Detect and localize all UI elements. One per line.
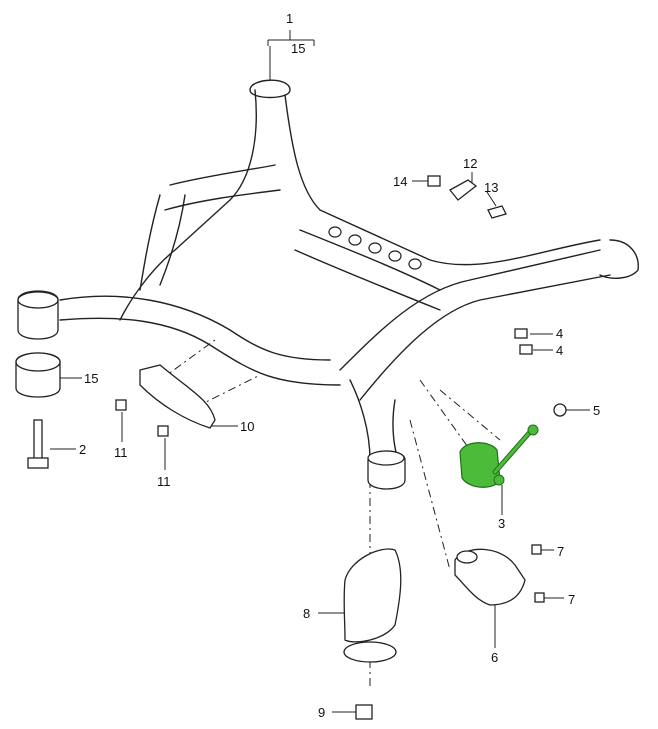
callout-2: 2 xyxy=(79,442,87,457)
callout-12: 12 xyxy=(463,156,478,171)
callout-1: 1 xyxy=(286,11,294,26)
callout-15-top: 15 xyxy=(291,41,306,56)
callout-7a: 7 xyxy=(557,544,565,559)
height-sensor-part-3 xyxy=(459,403,567,488)
subframe xyxy=(59,79,639,490)
small-parts-top xyxy=(427,175,533,355)
callout-8: 8 xyxy=(303,606,311,621)
callout-7b: 7 xyxy=(568,592,576,607)
leader-lines xyxy=(50,30,590,713)
left-mount xyxy=(15,290,61,469)
callout-13: 13 xyxy=(484,180,499,195)
bracket-6 xyxy=(454,544,545,606)
callout-15-left: 15 xyxy=(84,371,99,386)
callout-4b: 4 xyxy=(556,343,564,358)
bracket-10 xyxy=(115,364,216,437)
callout-11b: 11 xyxy=(157,474,171,489)
callout-10: 10 xyxy=(240,419,255,434)
callout-5: 5 xyxy=(593,403,601,418)
callout-11a: 11 xyxy=(114,445,128,460)
heat-shield-8 xyxy=(343,548,402,720)
callout-3: 3 xyxy=(498,516,506,531)
callout-4a: 4 xyxy=(556,326,564,341)
callout-14: 14 xyxy=(393,174,408,189)
callout-9: 9 xyxy=(318,705,326,720)
callout-6: 6 xyxy=(491,650,499,665)
